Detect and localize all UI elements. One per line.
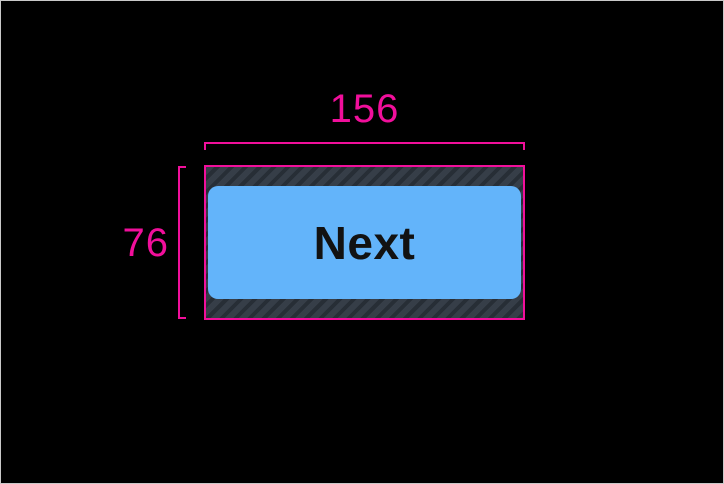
- height-dimension-label: 76: [122, 220, 169, 265]
- touch-target-bounds: Next: [204, 165, 525, 320]
- width-dimension-line: [204, 142, 525, 150]
- width-dimension-label: 156: [329, 87, 400, 131]
- height-dimension-line: [178, 166, 186, 319]
- next-button[interactable]: Next: [208, 186, 521, 299]
